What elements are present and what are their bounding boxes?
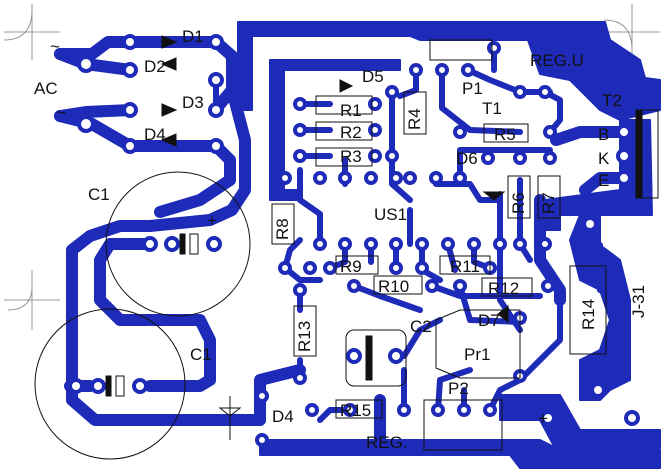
d7-label: D7	[478, 311, 500, 330]
k-label: K	[598, 149, 610, 168]
ac-label: AC	[34, 79, 58, 98]
r11-label: R11	[450, 257, 480, 276]
j31-label: J-31	[629, 284, 648, 318]
component-bodies	[105, 35, 643, 397]
d4-bottom-label: D4	[272, 407, 294, 426]
silkscreen	[34, 39, 659, 460]
r4-label: R4	[405, 108, 424, 130]
d4-label: D4	[144, 125, 166, 144]
pads	[68, 34, 640, 447]
copper-traces	[54, 21, 661, 469]
us1-label: US1	[374, 205, 408, 224]
r10-label: R10	[378, 277, 410, 296]
d3-label: D3	[182, 93, 204, 112]
c1-plus: +	[207, 211, 217, 230]
r8-label: R8	[273, 218, 292, 240]
p1-label: P1	[462, 79, 483, 98]
r15-label: R15	[340, 401, 372, 420]
c1-bottom-label: C1	[190, 345, 212, 364]
r14-label: R14	[579, 298, 598, 330]
r5-label: R5	[494, 125, 516, 144]
d2-label: D2	[144, 57, 166, 76]
plus-bottom: +	[538, 409, 548, 428]
d5-label: D5	[362, 67, 384, 86]
r9-label: R9	[340, 257, 362, 276]
reg-label: REG.	[366, 433, 408, 452]
b-label: B	[598, 125, 610, 144]
d1-label: D1	[182, 27, 204, 46]
t1-label: T1	[482, 99, 502, 118]
reg-u-label: REG.U	[530, 51, 584, 70]
r13-label: R13	[295, 320, 314, 352]
c1-top-label: C1	[88, 185, 110, 204]
ac-tilde-bottom: ~	[56, 103, 66, 122]
r7-label: R7	[539, 192, 558, 214]
r6-label: R6	[509, 192, 528, 214]
ac-tilde-top: ~	[50, 37, 60, 56]
p2-label: P2	[448, 379, 469, 398]
pr1-label: Pr1	[464, 345, 491, 364]
r3-label: R3	[340, 147, 362, 166]
registration-marks	[3, 4, 660, 330]
d6-label: D6	[456, 149, 478, 168]
e-label: E	[598, 171, 610, 190]
c2-label: C2	[410, 317, 432, 336]
r1-label: R1	[340, 101, 362, 120]
r12-label: R12	[488, 279, 520, 298]
r2-label: R2	[340, 123, 362, 142]
t2-label: T2	[602, 91, 622, 110]
